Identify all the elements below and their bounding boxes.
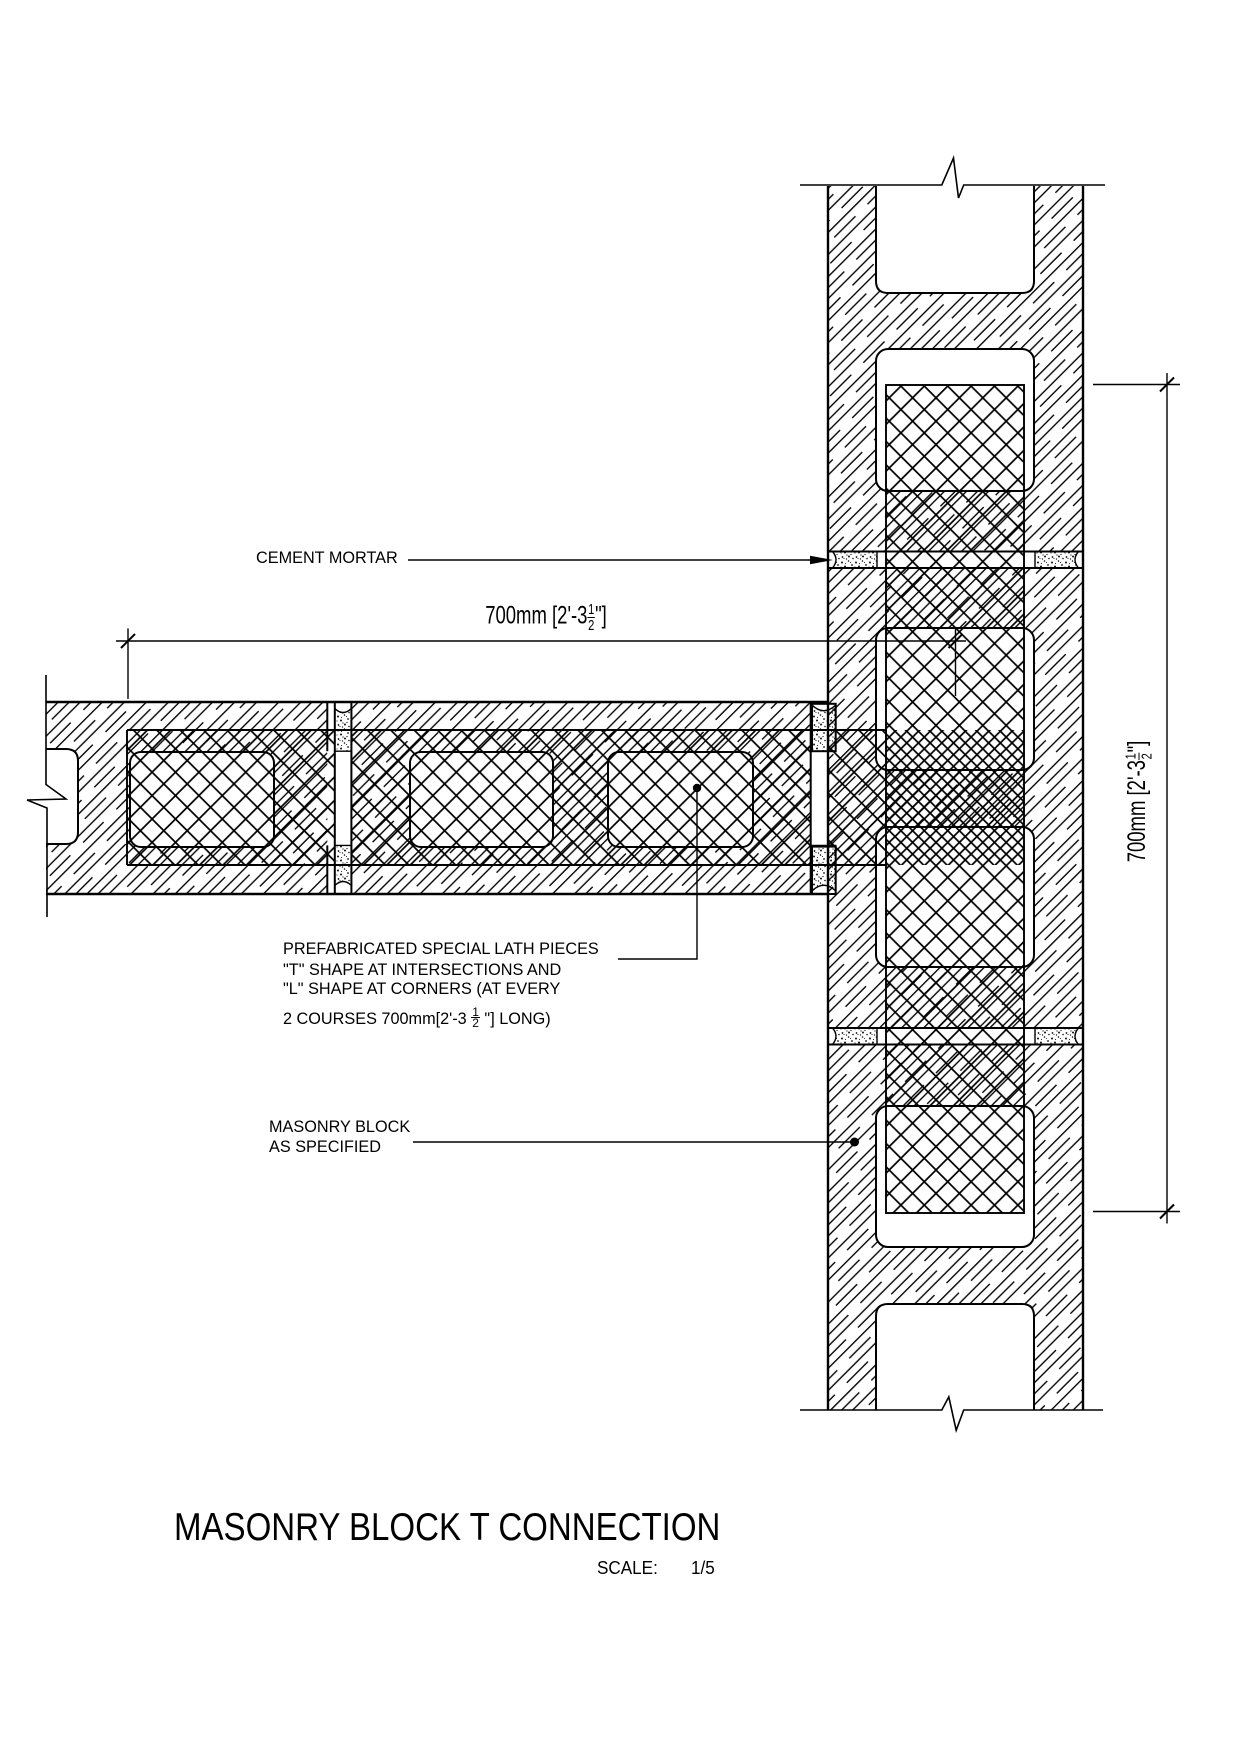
lath-outlines bbox=[126, 384, 1025, 1214]
leader-arrowhead-icon bbox=[810, 555, 833, 565]
drawing-title: MASONRY BLOCK T CONNECTION bbox=[174, 1506, 721, 1549]
scale-value: 1/5 bbox=[691, 1558, 715, 1578]
lath-leader-dot bbox=[692, 783, 702, 793]
break-lines bbox=[26, 154, 1105, 1434]
leader-cement-mortar bbox=[408, 555, 833, 565]
masonry-label-line1: MASONRY BLOCK bbox=[269, 1117, 411, 1136]
scale-label: SCALE: bbox=[597, 1558, 658, 1578]
dimension-top bbox=[116, 628, 966, 699]
masonry-leader-dot bbox=[850, 1137, 859, 1147]
dimension-right bbox=[1093, 373, 1180, 1224]
lath-label-line3: "L" SHAPE AT CORNERS (AT EVERY bbox=[283, 979, 561, 998]
leader-lath bbox=[618, 783, 702, 960]
lath-bar-hatch bbox=[886, 385, 1024, 1213]
lath-label-line1: PREFABRICATED SPECIAL LATH PIECES bbox=[283, 940, 599, 958]
masonry-label-line2: AS SPECIFIED bbox=[269, 1137, 381, 1156]
lath-label-line2: "T" SHAPE AT INTERSECTIONS AND bbox=[283, 961, 562, 979]
lath-leader-line bbox=[618, 788, 698, 960]
mortar-joints bbox=[334, 550, 1081, 1046]
leader-masonry bbox=[413, 1137, 859, 1147]
wall-outlines bbox=[46, 186, 1085, 1410]
cement-mortar-label: CEMENT MORTAR bbox=[256, 548, 398, 567]
